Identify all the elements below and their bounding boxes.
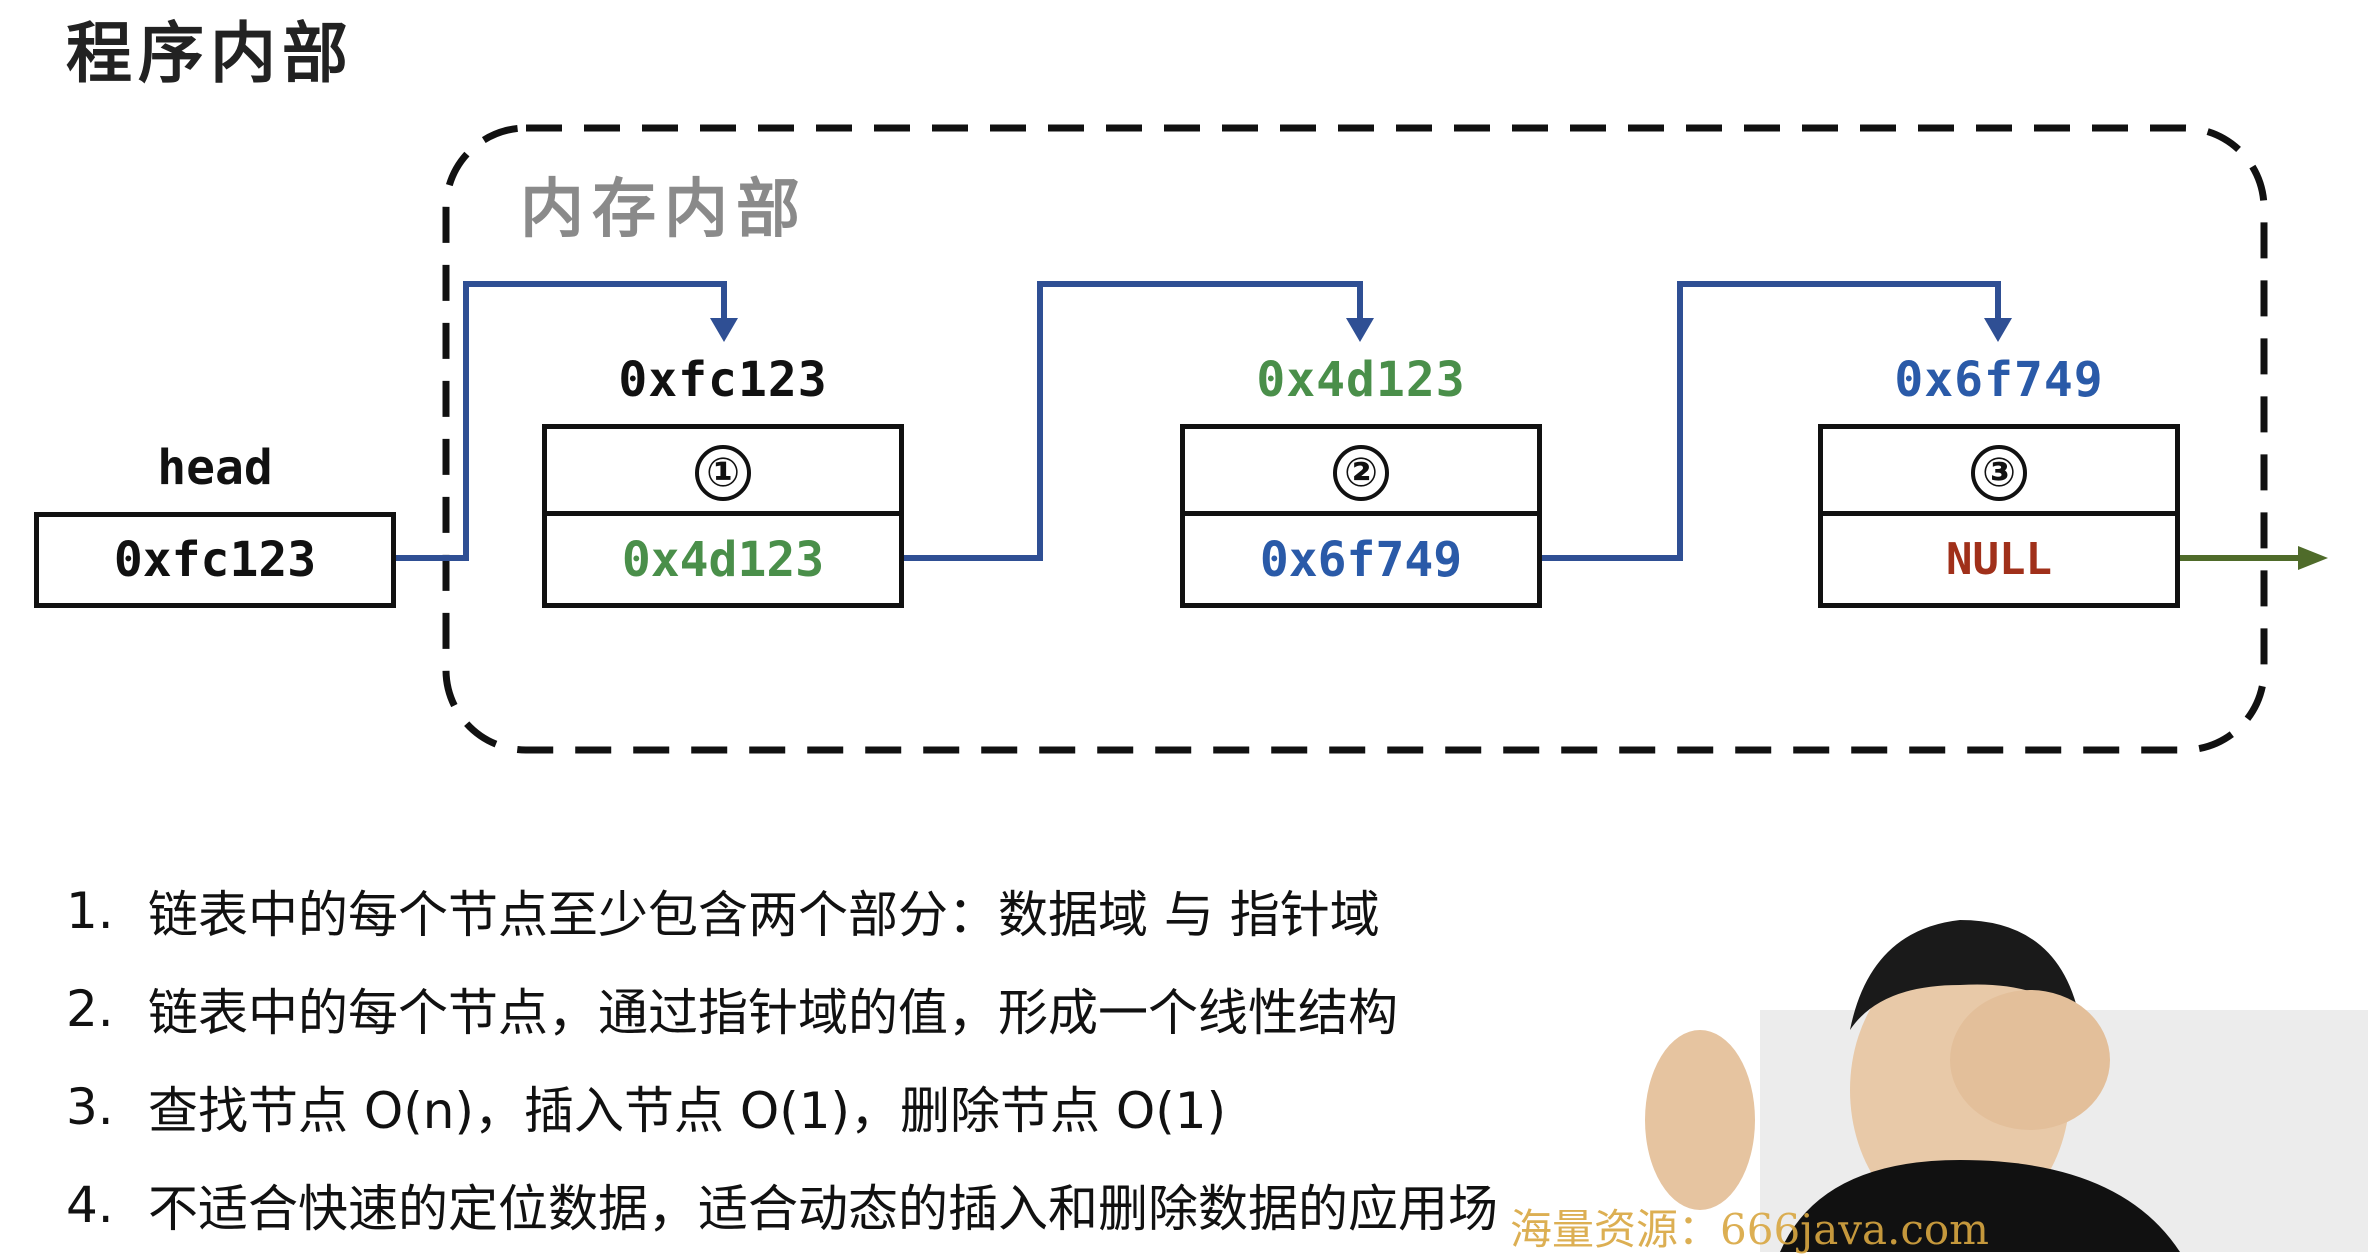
node3-pointer-cell: NULL [1818, 511, 2180, 608]
node1-pointer-cell: 0x4d123 [542, 511, 904, 608]
arrowhead-node3 [1984, 318, 2012, 342]
list-item: 2. 链表中的每个节点，通过指针域的值，形成一个线性结构 [66, 960, 1498, 1058]
node3-next: NULL [1946, 534, 2052, 585]
node2: ② 0x6f749 [1180, 424, 1542, 608]
node2-index: ② [1333, 444, 1389, 501]
note-number: 1. [66, 882, 114, 940]
notes-list: 1. 链表中的每个节点至少包含两个部分：数据域 与 指针域 2. 链表中的每个节… [66, 862, 1498, 1254]
note-text: 链表中的每个节点至少包含两个部分：数据域 与 指针域 [148, 886, 1380, 944]
node1-next: 0x4d123 [621, 531, 825, 588]
node2-data-cell: ② [1180, 424, 1542, 521]
presenter-video-overlay [1645, 920, 2368, 1252]
node1: ① 0x4d123 [542, 424, 904, 608]
arrowhead-node2 [1346, 318, 1374, 342]
list-item: 4. 不适合快速的定位数据，适合动态的插入和删除数据的应用场 [66, 1156, 1498, 1254]
page-title: 程序内部 [66, 14, 354, 92]
arrowhead-node1 [710, 318, 738, 342]
note-number: 4. [66, 1176, 114, 1234]
node1-index: ① [695, 444, 751, 501]
connector-node2-to-node3 [1542, 281, 2001, 561]
node3-address: 0x6f749 [1894, 352, 2104, 408]
node2-pointer-cell: 0x6f749 [1180, 511, 1542, 608]
head-value: 0xfc123 [113, 532, 317, 588]
memory-region-label: 内存内部 [520, 172, 808, 247]
connector-head-to-node1 [396, 281, 727, 561]
note-number: 3. [66, 1078, 114, 1136]
node1-address: 0xfc123 [618, 352, 828, 408]
memory-region-border [442, 124, 2268, 754]
connector-node1-to-node2 [904, 281, 1363, 561]
node3-data-cell: ③ [1818, 424, 2180, 521]
note-text: 链表中的每个节点，通过指针域的值，形成一个线性结构 [148, 984, 1398, 1042]
node2-next: 0x6f749 [1259, 531, 1463, 588]
list-item: 1. 链表中的每个节点至少包含两个部分：数据域 与 指针域 [66, 862, 1498, 960]
head-box: 0xfc123 [34, 512, 396, 608]
node2-address: 0x4d123 [1256, 352, 1466, 408]
note-number: 2. [66, 980, 114, 1038]
node3-index: ③ [1971, 444, 2027, 501]
note-text: 不适合快速的定位数据，适合动态的插入和删除数据的应用场 [148, 1180, 1498, 1238]
tail-arrowhead [2298, 546, 2328, 570]
node3: ③ NULL [1818, 424, 2180, 608]
note-text: 查找节点 O(n)，插入节点 O(1)，删除节点 O(1) [148, 1082, 1227, 1140]
node1-data-cell: ① [542, 424, 904, 521]
watermark: 海量资源：666java.com [1510, 1205, 1989, 1254]
list-item: 3. 查找节点 O(n)，插入节点 O(1)，删除节点 O(1) [66, 1058, 1498, 1156]
head-label: head [157, 440, 273, 496]
